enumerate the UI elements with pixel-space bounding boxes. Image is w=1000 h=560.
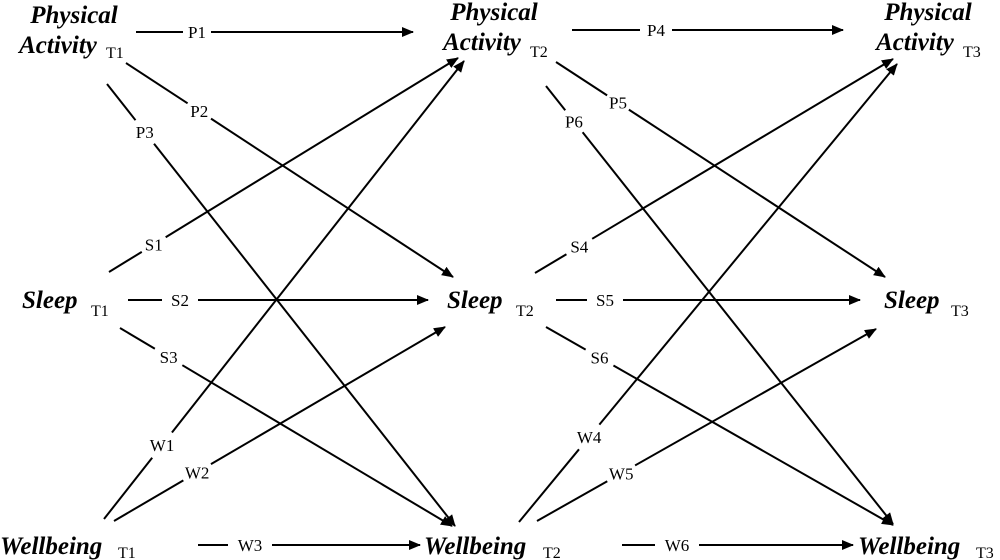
node-name-line: Physical [883, 0, 972, 26]
path-label-s6: S6 [591, 349, 609, 368]
path-label-s1: S1 [145, 236, 163, 255]
node-time-label: T3 [963, 44, 981, 61]
node-name: Wellbeing [424, 533, 526, 560]
node-time-label: T2 [516, 303, 534, 320]
path-label-p3: P3 [136, 123, 154, 142]
path-s4-tail [534, 253, 567, 274]
path-w5-tail [536, 480, 608, 522]
node-time-label: T1 [118, 545, 136, 560]
path-label-w5: W5 [609, 464, 634, 483]
path-p3-arrow [153, 143, 456, 527]
path-label-p6: P6 [565, 112, 583, 131]
node-time-label: T3 [951, 303, 969, 320]
path-label-p5: P5 [609, 94, 627, 113]
node-name: Sleep [884, 287, 940, 314]
path-w4-tail [518, 448, 580, 523]
node-time-label: T2 [543, 545, 561, 560]
node-name: Wellbeing [858, 533, 960, 560]
path-label-s5: S5 [596, 291, 614, 310]
node-wellbeing-t1: Wellbeing T1 [0, 533, 136, 560]
node-name: Sleep [447, 287, 503, 314]
path-label-w6: W6 [665, 536, 690, 555]
path-label-w3: W3 [238, 536, 263, 555]
node-time-label: T3 [976, 545, 994, 560]
node-time-label: T1 [91, 303, 109, 320]
node-physical-activity-t3: Physical Activity T3 [874, 0, 981, 61]
node-sleep-t1: Sleep T1 [22, 287, 109, 320]
path-label-p4: P4 [647, 21, 665, 40]
path-label-s2: S2 [171, 291, 189, 310]
node-name: Wellbeing [0, 533, 102, 560]
path-label-p1: P1 [188, 23, 206, 42]
path-p2-arrow [210, 117, 454, 278]
node-name-line: Physical [449, 0, 538, 26]
path-w1-arrow [171, 60, 465, 434]
path-s4-arrow [591, 58, 894, 240]
node-sleep-t2: Sleep T2 [447, 287, 534, 320]
path-s1-arrow [165, 57, 459, 239]
path-w2-arrow [210, 326, 446, 466]
path-p5-tail [555, 61, 608, 97]
node-physical-activity-t2: Physical Activity T2 [441, 0, 548, 61]
path-p3-tail [106, 83, 137, 121]
path-s1-tail [108, 251, 143, 273]
path-p2-tail [125, 62, 189, 105]
path-arrows [103, 25, 898, 550]
node-physical-activity-t1: Physical Activity T1 [17, 2, 124, 62]
node-name: Sleep [22, 287, 78, 314]
path-s6-arrow [612, 364, 894, 526]
path-label-w4: W4 [577, 428, 602, 447]
node-name-line: Activity [874, 29, 955, 56]
node-name-line: Physical [29, 2, 118, 29]
node-name-line: Activity [441, 29, 522, 56]
path-p6-tail [545, 85, 567, 111]
node-time-label: T2 [530, 44, 548, 61]
path-s3-arrow [181, 364, 453, 527]
node-wellbeing-t2: Wellbeing T2 [424, 533, 561, 560]
path-w5-arrow [634, 328, 877, 467]
path-w2-tail [113, 479, 184, 522]
path-w1-tail [103, 457, 153, 520]
node-time-label: T1 [106, 45, 124, 62]
path-label-s3: S3 [160, 348, 178, 367]
path-w4-arrow [598, 63, 898, 426]
node-wellbeing-t3: Wellbeing T3 [858, 533, 994, 560]
path-label-s4: S4 [570, 238, 588, 257]
path-p6-arrow [581, 131, 894, 525]
node-name-line: Activity [17, 32, 98, 59]
path-label-w1: W1 [150, 436, 175, 455]
path-s6-tail [545, 326, 587, 351]
path-label-p2: P2 [190, 102, 208, 121]
path-p5-arrow [628, 108, 886, 278]
path-label-w2: W2 [185, 463, 210, 482]
node-sleep-t3: Sleep T3 [884, 287, 969, 320]
path-s3-tail [119, 327, 156, 350]
